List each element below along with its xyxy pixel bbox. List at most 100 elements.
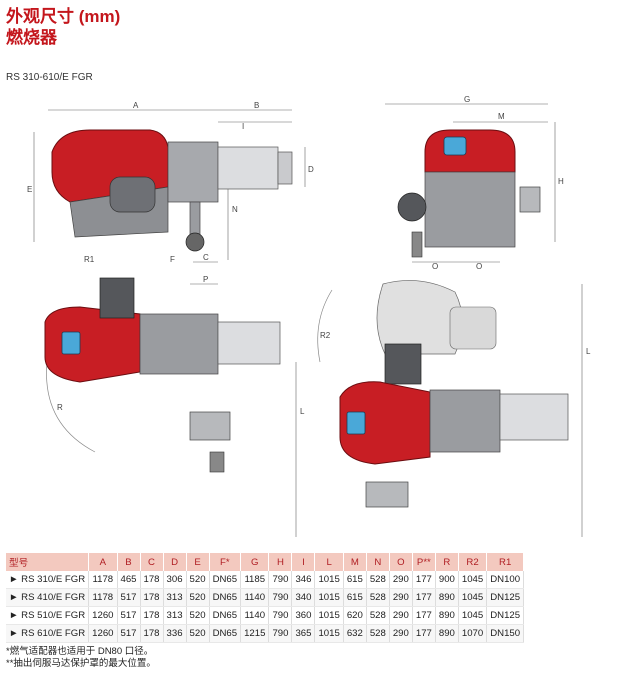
table-cell: 178 bbox=[140, 624, 164, 643]
table-row: ► RS 310/E FGR 1178 465 178 306 520 DN65… bbox=[6, 571, 525, 589]
table-cell: 1015 bbox=[314, 571, 344, 589]
col-header-I: I bbox=[291, 553, 316, 571]
table-cell: 1045 bbox=[458, 588, 488, 607]
table-cell: 1140 bbox=[240, 588, 270, 607]
dim-label-B: B bbox=[254, 101, 259, 110]
table-cell: DN100 bbox=[486, 571, 525, 589]
dim-label-N: N bbox=[232, 205, 238, 214]
table-cell: 528 bbox=[366, 624, 390, 643]
table-cell: DN65 bbox=[209, 588, 242, 607]
dim-label-I: I bbox=[242, 122, 244, 131]
table-cell: ► RS 610/E FGR bbox=[6, 624, 90, 643]
table-cell: 790 bbox=[268, 588, 293, 607]
table-cell: DN125 bbox=[486, 606, 525, 625]
model-series-label: RS 310-610/E FGR bbox=[6, 72, 93, 83]
table-cell: 1178 bbox=[88, 571, 118, 589]
table-cell: 528 bbox=[366, 606, 390, 625]
table-cell: 1070 bbox=[458, 624, 488, 643]
front-view-drawing: G M H O O bbox=[385, 95, 564, 271]
table-cell: 520 bbox=[186, 606, 210, 625]
dim-label-L-right: L bbox=[586, 347, 591, 356]
top-view-left-drawing: R L bbox=[44, 277, 305, 537]
table-cell: DN125 bbox=[486, 588, 525, 607]
table-cell: 528 bbox=[366, 588, 390, 607]
side-view-drawing: A B I E D N C P F R1 bbox=[27, 101, 314, 285]
table-row: ► RS 410/E FGR 1178 517 178 313 520 DN65… bbox=[6, 588, 525, 607]
table-row: ► RS 510/E FGR 1260 517 178 313 520 DN65… bbox=[6, 606, 525, 625]
dim-label-A: A bbox=[133, 101, 139, 110]
col-header-O: O bbox=[389, 553, 413, 571]
col-header-B: B bbox=[117, 553, 141, 571]
dim-label-F: F bbox=[170, 255, 175, 264]
col-header-C: C bbox=[140, 553, 164, 571]
col-header-A: A bbox=[88, 553, 118, 571]
dimensions-table: 型号 A B C D E F* G H I L M N O P** R R2 R… bbox=[6, 553, 525, 643]
table-cell: 336 bbox=[163, 624, 187, 643]
table-header-row: 型号 A B C D E F* G H I L M N O P** R R2 R… bbox=[6, 553, 525, 571]
table-cell: 790 bbox=[268, 624, 293, 643]
table-cell: 290 bbox=[389, 606, 413, 625]
dim-label-L-left: L bbox=[300, 407, 305, 416]
col-header-model: 型号 bbox=[6, 553, 90, 571]
table-cell: 178 bbox=[140, 571, 164, 589]
table-cell: 465 bbox=[117, 571, 141, 589]
table-cell: 1015 bbox=[314, 606, 344, 625]
table-cell: ► RS 410/E FGR bbox=[6, 588, 90, 607]
table-cell: 615 bbox=[343, 588, 367, 607]
table-cell: 290 bbox=[389, 624, 413, 643]
footnote-servo-motor: **抽出伺服马达保护罩的最大位置。 bbox=[6, 658, 156, 669]
table-cell: 290 bbox=[389, 588, 413, 607]
table-cell: 1260 bbox=[88, 606, 118, 625]
table-cell: 306 bbox=[163, 571, 187, 589]
table-cell: 517 bbox=[117, 588, 141, 607]
col-header-D: D bbox=[163, 553, 187, 571]
table-cell: 520 bbox=[186, 588, 210, 607]
table-cell: 178 bbox=[140, 588, 164, 607]
col-header-L: L bbox=[314, 553, 344, 571]
table-cell: 178 bbox=[140, 606, 164, 625]
dim-label-R: R bbox=[57, 403, 63, 412]
dim-label-O-right: O bbox=[476, 262, 482, 271]
table-cell: 890 bbox=[435, 606, 459, 625]
table-cell: 520 bbox=[186, 571, 210, 589]
col-header-E: E bbox=[186, 553, 210, 571]
table-cell: DN65 bbox=[209, 606, 242, 625]
table-cell: ► RS 510/E FGR bbox=[6, 606, 90, 625]
table-cell: 177 bbox=[412, 606, 436, 625]
col-header-N: N bbox=[366, 553, 390, 571]
table-cell: 1015 bbox=[314, 624, 344, 643]
table-cell: 313 bbox=[163, 606, 187, 625]
page-title: 外观尺寸 (mm) 燃烧器 bbox=[6, 6, 120, 48]
dim-label-H: H bbox=[558, 177, 564, 186]
burner-dimension-drawings: A B I E D N C P F R1 G M H O O bbox=[27, 95, 591, 537]
title-line2: 燃烧器 bbox=[6, 28, 57, 47]
table-cell: 1215 bbox=[240, 624, 270, 643]
dim-label-G: G bbox=[464, 95, 470, 104]
table-cell: 1015 bbox=[314, 588, 344, 607]
table-cell: 890 bbox=[435, 624, 459, 643]
table-cell: 1178 bbox=[88, 588, 118, 607]
table-cell: 1045 bbox=[458, 606, 488, 625]
dim-label-E: E bbox=[27, 185, 32, 194]
table-cell: 517 bbox=[117, 606, 141, 625]
table-cell: 790 bbox=[268, 571, 293, 589]
col-header-P: P** bbox=[412, 553, 436, 571]
col-header-H: H bbox=[268, 553, 293, 571]
table-cell: 517 bbox=[117, 624, 141, 643]
table-cell: 890 bbox=[435, 588, 459, 607]
table-cell: 1140 bbox=[240, 606, 270, 625]
dim-label-R2: R2 bbox=[320, 331, 331, 340]
table-cell: 620 bbox=[343, 606, 367, 625]
table-cell: 365 bbox=[291, 624, 316, 643]
table-cell: 177 bbox=[412, 624, 436, 643]
top-view-right-drawing: R2 L bbox=[317, 280, 591, 537]
dim-label-O-left: O bbox=[432, 262, 438, 271]
col-header-R: R bbox=[435, 553, 459, 571]
table-cell: ► RS 310/E FGR bbox=[6, 571, 90, 589]
col-header-R2: R2 bbox=[458, 553, 488, 571]
table-cell: 313 bbox=[163, 588, 187, 607]
table-cell: 615 bbox=[343, 571, 367, 589]
table-cell: 790 bbox=[268, 606, 293, 625]
dim-label-R1: R1 bbox=[84, 255, 95, 264]
table-cell: 1260 bbox=[88, 624, 118, 643]
